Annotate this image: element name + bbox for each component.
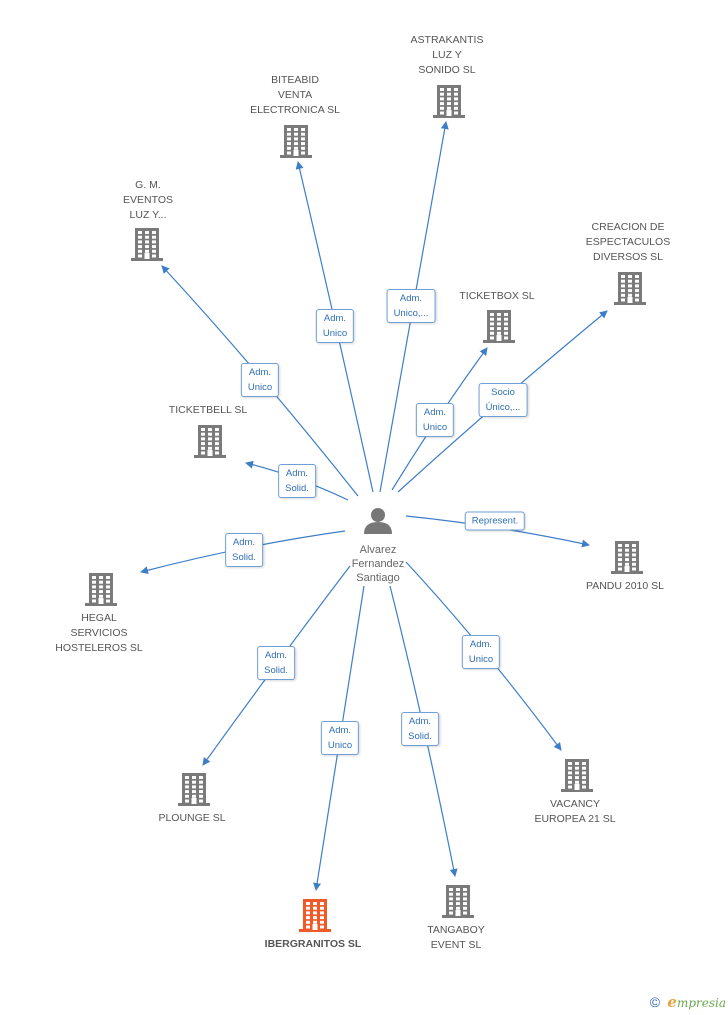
building-icon-tangaboy[interactable] — [442, 885, 474, 918]
edge-label-plounge[interactable]: Adm.Solid. — [257, 646, 295, 680]
company-label-ibergranitos[interactable]: IBERGRANITOS SL — [264, 938, 362, 950]
edge-label-ticketbell[interactable]: Adm.Solid. — [278, 464, 316, 498]
edge-label-biteabid[interactable]: Adm.Unico — [315, 309, 355, 343]
building-icon-creacion[interactable] — [614, 272, 646, 305]
company-label-pandu[interactable]: PANDU 2010 SL — [585, 580, 664, 592]
company-label-plounge[interactable]: PLOUNGE SL — [158, 812, 226, 824]
building-icon-vacancy[interactable] — [561, 759, 593, 792]
edge-label-astrakantis[interactable]: Adm.Unico,... — [386, 289, 436, 323]
copyright-symbol: © — [649, 994, 661, 1010]
edge-label-ibergranitos[interactable]: Adm.Unico — [320, 721, 360, 755]
edge-label-gm-eventos[interactable]: Adm.Unico — [240, 363, 280, 397]
building-icon-ibergranitos[interactable] — [299, 899, 331, 932]
person-icon[interactable] — [364, 508, 392, 534]
building-icon-biteabid[interactable] — [280, 125, 312, 158]
edge-label-pandu[interactable]: Represent. — [464, 511, 526, 531]
building-icon-ticketbell[interactable] — [194, 425, 226, 458]
edge-label-ticketbox[interactable]: Adm.Unico — [415, 403, 455, 437]
building-icon-hegal[interactable] — [85, 573, 117, 606]
building-icon-ticketbox[interactable] — [483, 310, 515, 343]
edge-label-tangaboy[interactable]: Adm.Solid. — [401, 712, 439, 746]
building-icon-plounge[interactable] — [178, 773, 210, 806]
brand-logo: empresia — [667, 993, 726, 1011]
building-icon-gm-eventos[interactable] — [131, 228, 163, 261]
building-icon-astrakantis[interactable] — [433, 85, 465, 118]
footer-brand: © empresia — [650, 993, 726, 1011]
edge-label-hegal[interactable]: Adm.Solid. — [225, 533, 263, 567]
company-label-ticketbox[interactable]: TICKETBOX SL — [459, 290, 535, 302]
edge-label-vacancy[interactable]: Adm.Unico — [461, 635, 501, 669]
company-label-ticketbell[interactable]: TICKETBELL SL — [168, 404, 248, 416]
building-icon-pandu[interactable] — [611, 541, 643, 574]
